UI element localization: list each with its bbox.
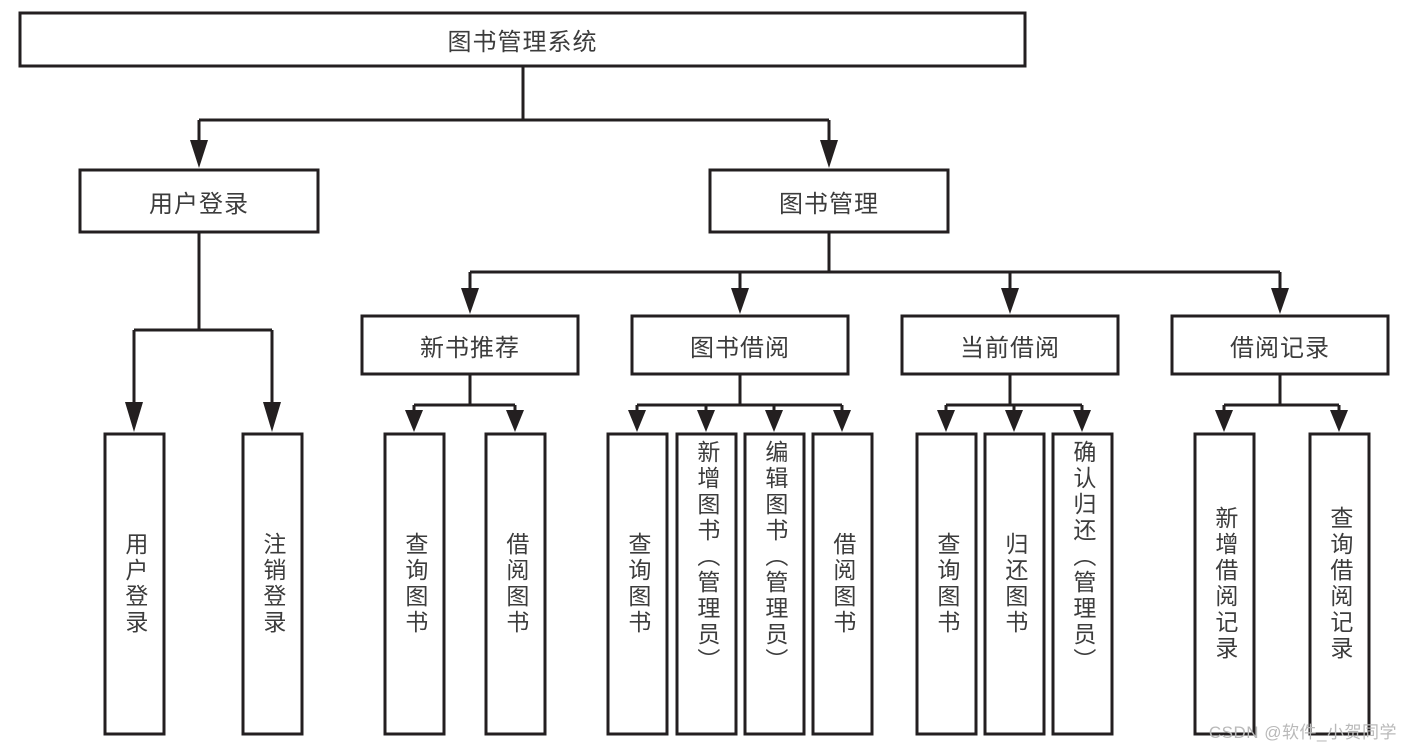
arrow-head-book-borrow: [731, 288, 749, 314]
arrow-head-leaf-confirm-return: [1073, 410, 1091, 432]
node-box-current-borrow[interactable]: [900, 314, 1120, 376]
node-box-leaf-user-logout[interactable]: [241, 432, 304, 736]
node-box-book-borrow[interactable]: [630, 314, 850, 376]
node-box-leaf-return-book[interactable]: [983, 432, 1046, 736]
arrow-head-leaf-borrow-book-2: [833, 410, 851, 432]
node-box-leaf-borrow-book-1[interactable]: [484, 432, 547, 736]
node-box-book-manage[interactable]: [708, 168, 950, 234]
node-box-new-book-recommend[interactable]: [360, 314, 580, 376]
arrow-head-leaf-borrow-book-1: [506, 410, 524, 432]
node-box-leaf-query-book-1[interactable]: [383, 432, 446, 736]
node-box-leaf-edit-book[interactable]: [743, 432, 806, 736]
arrow-head-leaf-add-record: [1215, 410, 1233, 432]
node-box-root[interactable]: [18, 11, 1027, 68]
arrow-head-borrow-record: [1271, 288, 1289, 314]
node-box-borrow-record[interactable]: [1170, 314, 1390, 376]
csdn-watermark: CSDN @软件_小贺同学: [1208, 723, 1397, 742]
arrow-head-leaf-user-login: [125, 402, 143, 432]
arrow-head-leaf-query-book-3: [937, 410, 955, 432]
node-box-leaf-confirm-return[interactable]: [1051, 432, 1114, 736]
node-box-leaf-borrow-book-2[interactable]: [811, 432, 874, 736]
arrow-head-leaf-add-book: [697, 410, 715, 432]
node-box-leaf-query-book-3[interactable]: [915, 432, 978, 736]
arrow-head-leaf-return-book: [1005, 410, 1023, 432]
node-box-leaf-query-record[interactable]: [1308, 432, 1371, 736]
arrow-head-current-borrow: [1001, 288, 1019, 314]
node-box-leaf-add-book[interactable]: [675, 432, 738, 736]
arrow-head-leaf-user-logout: [263, 402, 281, 432]
node-box-leaf-query-book-2[interactable]: [606, 432, 669, 736]
node-box-user-login[interactable]: [78, 168, 320, 234]
node-box-leaf-user-login[interactable]: [103, 432, 166, 736]
arrow-head-user-login: [190, 140, 208, 168]
arrow-head-book-manage: [820, 140, 838, 168]
arrow-head-leaf-edit-book: [765, 410, 783, 432]
arrow-head-new-book-recommend: [461, 288, 479, 314]
node-box-leaf-add-record[interactable]: [1193, 432, 1256, 736]
arrow-head-leaf-query-book-2: [628, 410, 646, 432]
arrow-head-leaf-query-record: [1330, 410, 1348, 432]
arrow-head-leaf-query-book-1: [405, 410, 423, 432]
